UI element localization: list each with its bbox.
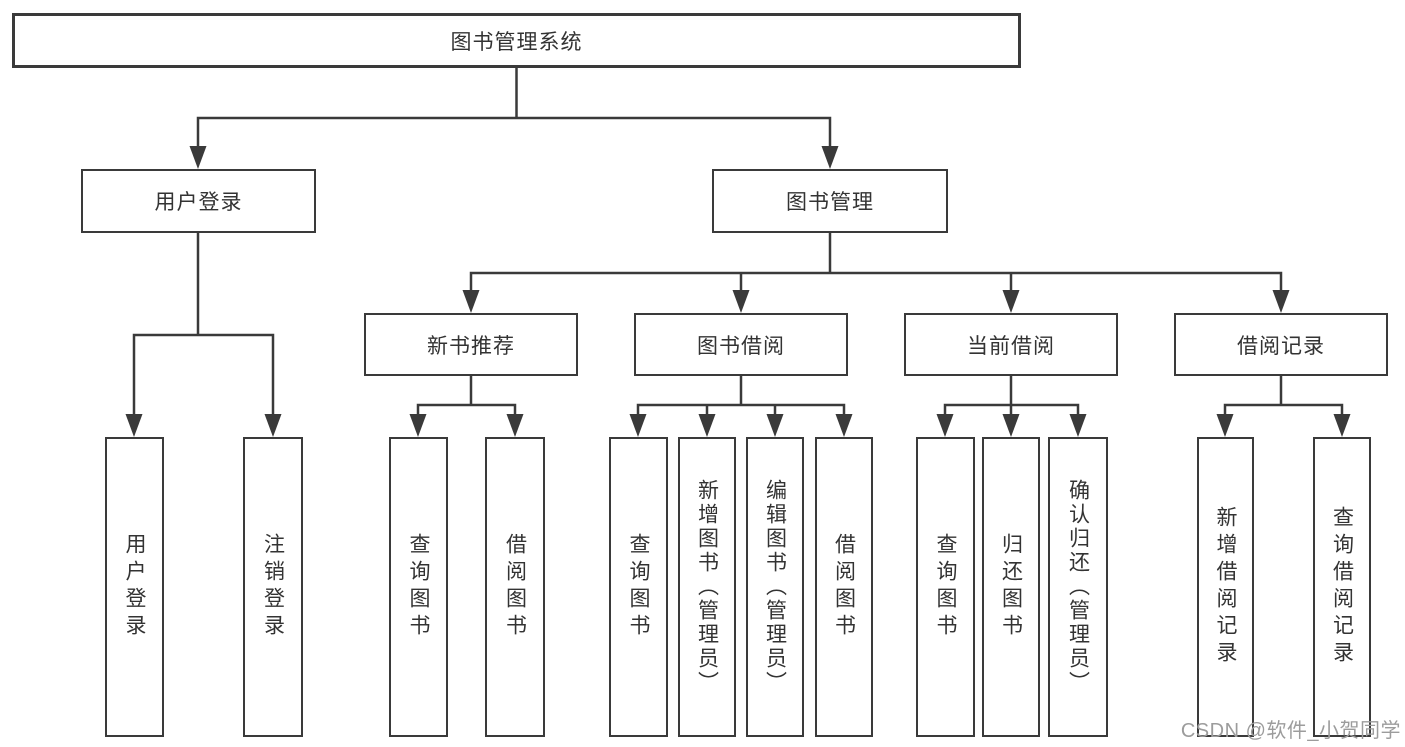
leaf-edit-book-admin: 编辑图书（管理员） — [746, 437, 804, 737]
node-label: 借阅记录 — [1237, 334, 1325, 358]
arrowhead-icon — [506, 414, 524, 437]
connector-line — [196, 68, 832, 150]
node-current-borrow: 当前借阅 — [904, 313, 1118, 376]
node-book-borrow: 图书借阅 — [634, 313, 848, 376]
leaf-confirm-return-admin: 确认归还（管理员） — [1048, 437, 1108, 737]
connector-line — [132, 233, 275, 418]
node-user-login: 用户登录 — [81, 169, 316, 233]
arrowhead-icon — [936, 414, 954, 437]
node-label: 当前借阅 — [967, 334, 1055, 358]
arrowhead-icon — [698, 414, 716, 437]
leaf-borrow-books-recommend: 借阅图书 — [485, 437, 545, 737]
leaf-add-borrow-record: 新增借阅记录 — [1197, 437, 1254, 737]
arrowhead-icon — [766, 414, 784, 437]
node-label: 借阅图书 — [503, 533, 527, 641]
arrowhead-icon — [821, 146, 839, 169]
arrowhead-icon — [264, 414, 282, 437]
node-book-management: 图书管理 — [712, 169, 948, 233]
node-label: 查询图书 — [407, 533, 430, 641]
node-label: 用户登录 — [154, 191, 243, 214]
connector-line — [636, 376, 846, 418]
node-label: 图书借阅 — [697, 334, 785, 358]
connector-user-login — [125, 233, 282, 437]
node-label: 新增图书（管理员） — [695, 479, 719, 695]
connector-book-borrow — [629, 376, 853, 437]
leaf-return-book: 归还图书 — [982, 437, 1040, 737]
connector-book-management — [462, 233, 1290, 313]
arrowhead-icon — [1002, 414, 1020, 437]
node-label: 归还图书 — [999, 533, 1023, 641]
leaf-query-books-current: 查询图书 — [916, 437, 975, 737]
node-label: 查询图书 — [934, 533, 957, 641]
arrowhead-icon — [835, 414, 853, 437]
arrowhead-icon — [189, 146, 207, 169]
watermark-text: CSDN @软件_小贺同学 — [1180, 720, 1401, 742]
node-label: 用户登录 — [123, 533, 146, 641]
node-label: 图书管理 — [786, 191, 874, 214]
leaf-user-login: 用户登录 — [105, 437, 164, 737]
node-new-book-recommend: 新书推荐 — [364, 313, 578, 376]
connector-line — [943, 376, 1080, 418]
arrowhead-icon — [1002, 290, 1020, 313]
leaf-add-book-admin: 新增图书（管理员） — [678, 437, 736, 737]
connector-new-book-recommend — [409, 376, 524, 437]
node-label: 借阅图书 — [832, 533, 856, 641]
node-label: 注销登录 — [261, 533, 285, 641]
leaf-query-books-recommend: 查询图书 — [389, 437, 448, 737]
node-label: 新书推荐 — [427, 334, 515, 358]
node-label: 编辑图书（管理员） — [763, 479, 787, 695]
node-label: 查询借阅记录 — [1330, 506, 1354, 668]
leaf-borrow-books: 借阅图书 — [815, 437, 873, 737]
connector-line — [1223, 376, 1344, 418]
connector-line — [416, 376, 517, 418]
arrowhead-icon — [1069, 414, 1087, 437]
node-borrow-records: 借阅记录 — [1174, 313, 1388, 376]
connector-root-to-level2 — [189, 68, 839, 169]
node-label: 新增借阅记录 — [1214, 506, 1237, 668]
arrowhead-icon — [1216, 414, 1234, 437]
leaf-query-borrow-record: 查询借阅记录 — [1313, 437, 1371, 737]
arrowhead-icon — [462, 290, 480, 313]
connector-borrow-records — [1216, 376, 1351, 437]
leaf-query-books-borrow: 查询图书 — [609, 437, 668, 737]
arrowhead-icon — [1333, 414, 1351, 437]
connector-line — [469, 233, 1283, 294]
leaf-logout: 注销登录 — [243, 437, 303, 737]
arrowhead-icon — [1272, 290, 1290, 313]
node-label: 图书管理系统 — [450, 30, 583, 54]
arrowhead-icon — [732, 290, 750, 313]
node-label: 确认归还（管理员） — [1066, 479, 1090, 695]
arrowhead-icon — [125, 414, 143, 437]
node-root-system: 图书管理系统 — [12, 13, 1021, 68]
arrowhead-icon — [629, 414, 647, 437]
node-label: 查询图书 — [627, 533, 650, 641]
connector-current-borrow — [936, 376, 1087, 437]
arrowhead-icon — [409, 414, 427, 437]
